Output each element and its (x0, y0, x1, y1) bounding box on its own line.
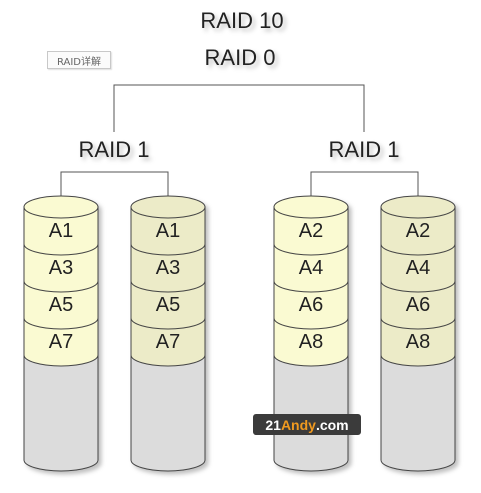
disk-block-label: A5 (49, 294, 73, 316)
disk-2 (130, 195, 206, 472)
group-label-right: RAID 1 (329, 137, 400, 162)
disk-block (23, 280, 99, 330)
disk-block-label: A7 (49, 331, 73, 353)
disk-empty-body (23, 354, 99, 472)
disk-block-label: A3 (156, 257, 180, 279)
disk-block-label: A5 (156, 294, 180, 316)
disk-block (380, 206, 456, 256)
disk-block (380, 280, 456, 330)
watermark-suffix: .com (315, 416, 349, 433)
disk-block-label: A6 (406, 294, 430, 316)
watermark-prefix: 21 (265, 416, 281, 433)
disk-top-cap (23, 195, 99, 219)
disk-block-label: A1 (156, 220, 180, 242)
disk-block (130, 317, 206, 367)
disk-block (273, 317, 349, 367)
disk-block (380, 317, 456, 367)
disk-block-label: A1 (49, 220, 73, 242)
disk-empty-body (130, 354, 206, 472)
disk-block (380, 243, 456, 293)
disk-block (273, 206, 349, 256)
disk-4 (380, 195, 456, 472)
disk-block-label: A4 (299, 257, 323, 279)
disk-block (23, 206, 99, 256)
raid0-bracket (113, 84, 365, 132)
disk-1 (23, 195, 99, 472)
disk-3 (273, 195, 349, 472)
disk-top-cap (273, 195, 349, 219)
disk-block (130, 243, 206, 293)
disk-block (23, 243, 99, 293)
connector-lines (60, 84, 419, 205)
group-label-left: RAID 1 (79, 137, 150, 162)
disk-empty-body (273, 354, 349, 472)
disk-block (23, 317, 99, 367)
disk-block (130, 206, 206, 256)
disk-top-cap (380, 195, 456, 219)
disk-block-label: A7 (156, 331, 180, 353)
disk-empty-body (380, 354, 456, 472)
disk-block-label: A3 (49, 257, 73, 279)
disk-block-label: A6 (299, 294, 323, 316)
disk-top-cap (130, 195, 206, 219)
disk-block-label: A8 (299, 331, 323, 353)
disk-block-label: A8 (406, 331, 430, 353)
title-raid0: RAID 0 (205, 45, 276, 70)
title-raid10: RAID 10 (200, 8, 283, 33)
watermark-mid: Andy (280, 416, 316, 433)
raid-detail-tag[interactable]: RAID详解 (47, 51, 111, 69)
disk-block (130, 280, 206, 330)
disk-block (273, 280, 349, 330)
raid1-bracket-left (60, 171, 169, 205)
disk-block-label: A2 (299, 220, 323, 242)
disk-block (273, 243, 349, 293)
raid1-bracket-right (310, 171, 419, 205)
disk-block-label: A2 (406, 220, 430, 242)
disk-block-label: A4 (406, 257, 430, 279)
